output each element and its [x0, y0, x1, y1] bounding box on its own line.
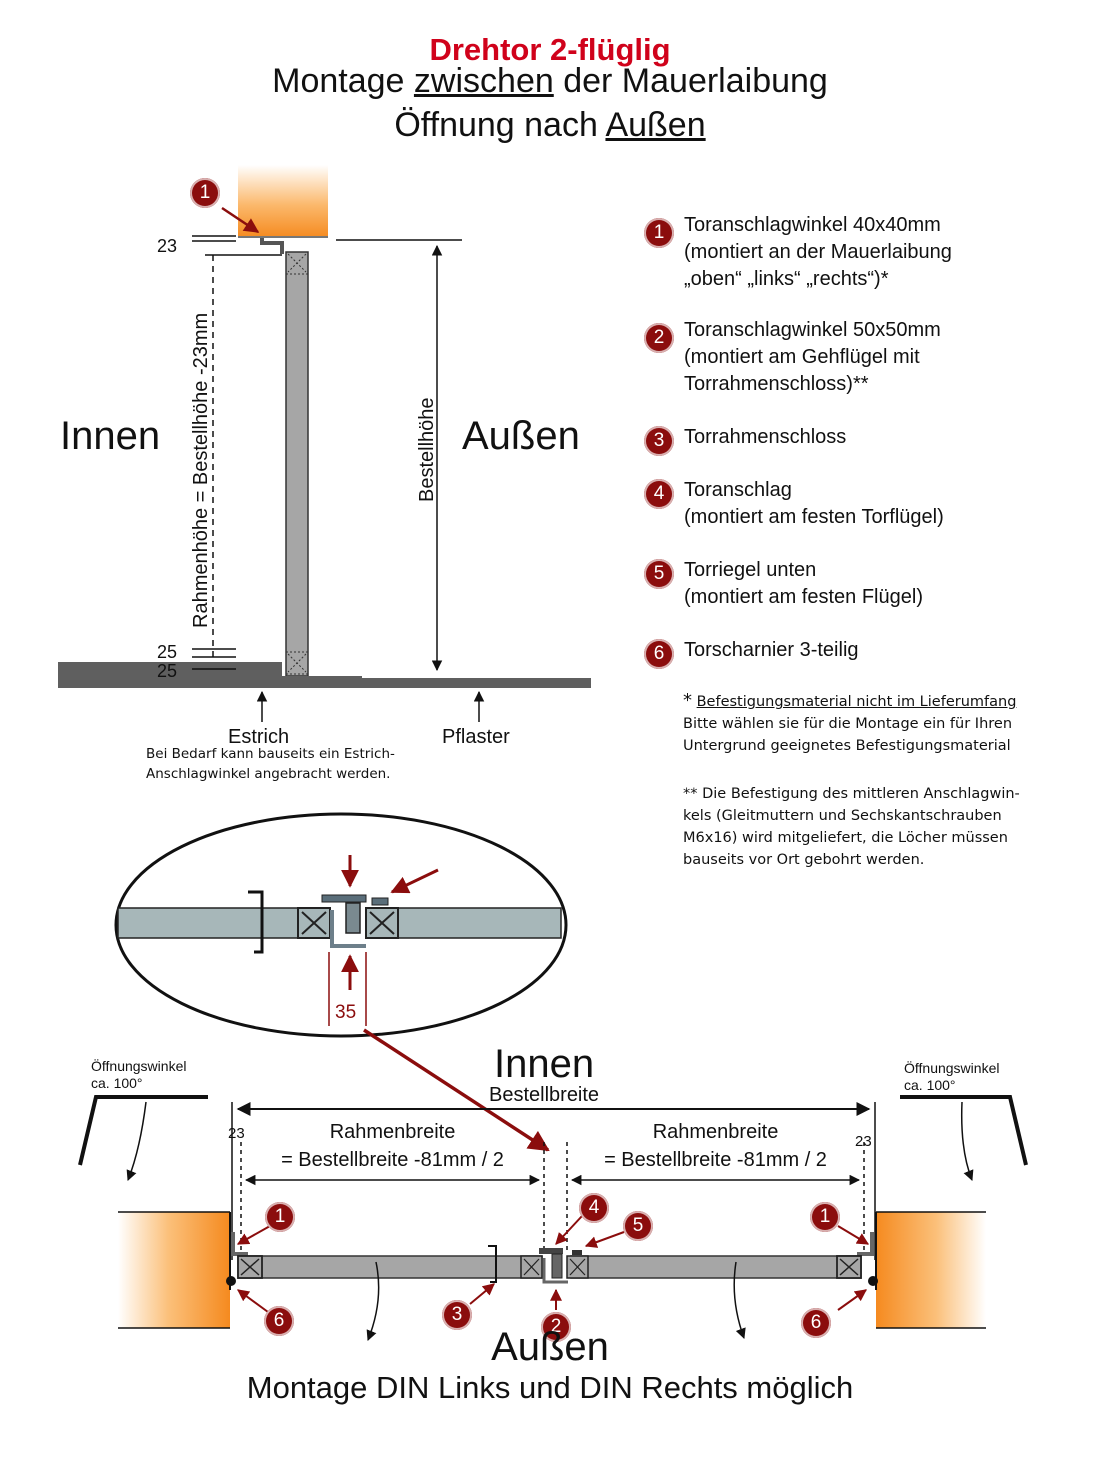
- gate-leaf-right: [570, 1255, 862, 1279]
- legend-text-1: Toranschlagwinkel 40x40mm(montiert an de…: [684, 214, 952, 290]
- plan-badge-5: 5: [623, 1211, 653, 1241]
- stop-angle-top: [260, 238, 284, 254]
- side-label-outside: Außen: [462, 414, 580, 458]
- legend-text-3: Torrahmenschloss: [684, 426, 847, 448]
- side-badge-1: 1: [190, 178, 220, 208]
- side-view: [58, 165, 591, 722]
- gate-frame-side: [285, 251, 309, 677]
- plan-view: [78, 1095, 1028, 1341]
- plan-badge-1-left: 1: [265, 1202, 295, 1232]
- plan-badge-4: 4: [579, 1193, 609, 1223]
- plan-dim-left-23: 23: [228, 1125, 245, 1142]
- plan-order-width-label: Bestellbreite: [489, 1084, 600, 1106]
- plan-badge-3: 3: [442, 1300, 472, 1330]
- screed-note: Bei Bedarf kann bauseits ein Estrich-Ans…: [146, 746, 395, 782]
- wall-right: [876, 1212, 986, 1328]
- legend-badge-6: 6: [644, 639, 674, 669]
- legend-badge-1: 1: [644, 218, 674, 248]
- dim-bottom-25a: 25: [157, 642, 178, 662]
- order-height-label: Bestellhöhe: [416, 397, 438, 502]
- side-label-inside: Innen: [60, 414, 161, 458]
- legend-badge-5: 5: [644, 559, 674, 589]
- detail-ellipse: [114, 812, 568, 1038]
- dim-bottom-25b: 25: [157, 661, 178, 681]
- plan-badge-2: 2: [541, 1312, 571, 1342]
- note-single-star: * Befestigungsmaterial nicht im Lieferum…: [683, 690, 1017, 754]
- screed-floor: [58, 662, 362, 688]
- plan-label-inside: Innen: [494, 1042, 595, 1086]
- paving-label: Pflaster: [442, 726, 510, 748]
- legend-text-2: Toranschlagwinkel 50x50mm(montiert am Ge…: [684, 319, 941, 395]
- frame-width-right: Rahmenbreite= Bestellbreite -81mm / 2: [604, 1121, 827, 1171]
- diagram-title: Drehtor 2-flüglig: [429, 32, 671, 67]
- header-line-1: Montage zwischen der Mauerlaibung: [272, 62, 828, 100]
- dim-top-23: 23: [157, 236, 178, 256]
- legend-badge-2: 2: [644, 323, 674, 353]
- legend-text-6: Torscharnier 3-teilig: [684, 639, 859, 661]
- screed-label: Estrich: [228, 726, 290, 748]
- legend-badge-4: 4: [644, 479, 674, 509]
- paving-floor: [362, 678, 591, 688]
- legend-badge-3: 3: [644, 426, 674, 456]
- plan-badge-1-right: 1: [810, 1202, 840, 1232]
- header-line-2: Öffnung nach Außen: [394, 106, 706, 144]
- legend-text-4: Toranschlag(montiert am festen Torflügel…: [684, 479, 944, 528]
- frame-height-label: Rahmenhöhe = Bestellhöhe -23mm: [190, 312, 212, 628]
- detail-pointer-arrow: [363, 1028, 550, 1152]
- plan-dim-right-23: 23: [855, 1133, 872, 1150]
- plan-badge-6-left: 6: [264, 1306, 294, 1336]
- detail-dimension-35: 35: [335, 1002, 357, 1023]
- mounting-note: Montage DIN Links und DIN Rechts möglich: [246, 1370, 854, 1405]
- legend-text-5: Torriegel unten(montiert am festen Flüge…: [684, 559, 923, 608]
- frame-width-left: Rahmenbreite= Bestellbreite -81mm / 2: [281, 1121, 504, 1171]
- wall-left: [118, 1212, 230, 1328]
- plan-label-outside: Außen: [491, 1325, 609, 1369]
- note-double-star: ** Die Befestigung des mittleren Anschla…: [683, 786, 1020, 868]
- detail-view: [114, 812, 568, 1152]
- plan-badge-6-right: 6: [801, 1308, 831, 1338]
